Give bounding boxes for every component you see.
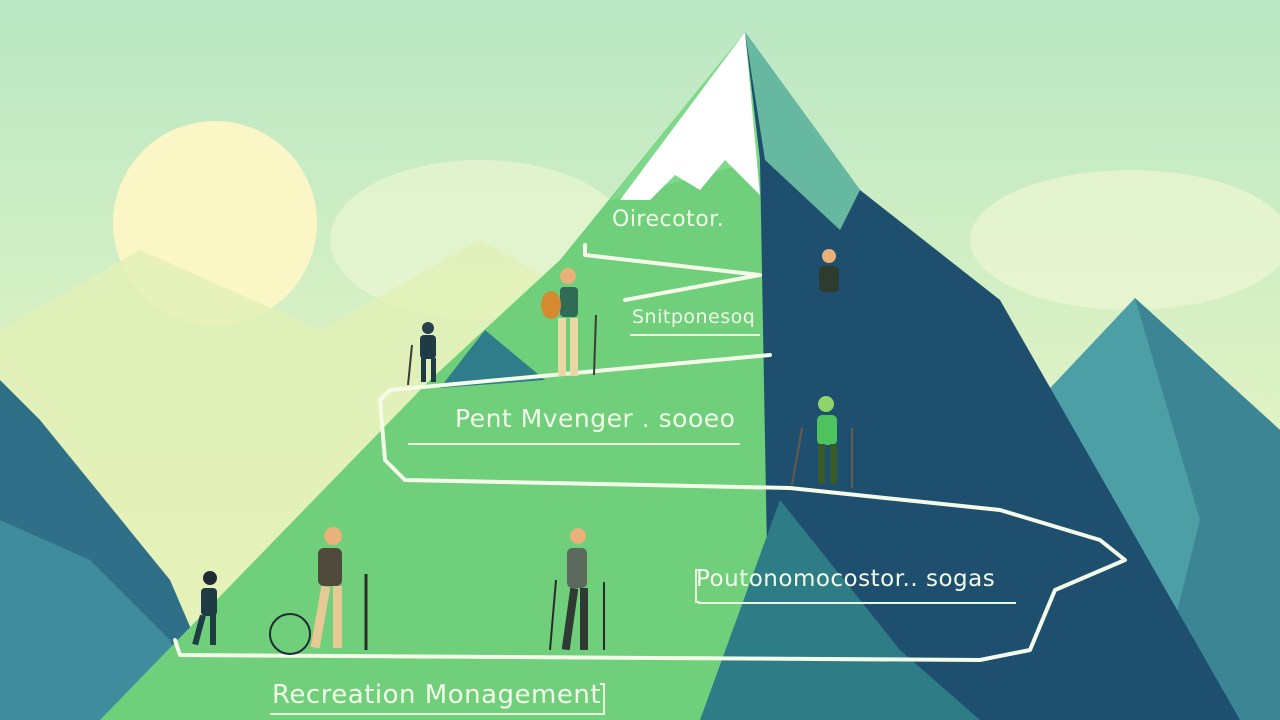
snow-cap bbox=[620, 32, 760, 200]
label-brackets bbox=[600, 569, 700, 715]
trail-lines bbox=[173, 243, 1127, 662]
main-mountain-teal-ridge bbox=[745, 32, 860, 230]
level-label-middle: Pent Mvenger . sooeo bbox=[455, 404, 736, 433]
label-underlines bbox=[270, 334, 1016, 715]
inner-hill bbox=[440, 330, 545, 388]
level-label-lower-middle: Poutonomocostor.. sogas bbox=[696, 566, 996, 592]
hiker-dark-face-mid bbox=[791, 396, 853, 488]
level-label-top: Oirecotor. bbox=[612, 207, 725, 232]
hiker-center bbox=[549, 528, 605, 651]
main-mountain-green bbox=[100, 32, 780, 720]
level-label-bottom: Recreation Monagement bbox=[272, 680, 602, 710]
hiker-bottom-left bbox=[192, 571, 217, 646]
hiker-dark-face-top bbox=[819, 249, 839, 292]
hiker-backpack bbox=[541, 268, 597, 376]
hiker-with-pole bbox=[269, 527, 368, 655]
lower-slope bbox=[700, 500, 980, 720]
hiker-top-left bbox=[407, 322, 436, 386]
right-mountain-shade bbox=[1135, 298, 1280, 720]
main-mountain-dark bbox=[745, 32, 1240, 720]
cloud bbox=[970, 170, 1280, 310]
level-label-upper-middle: Snitponesoq bbox=[632, 306, 756, 328]
